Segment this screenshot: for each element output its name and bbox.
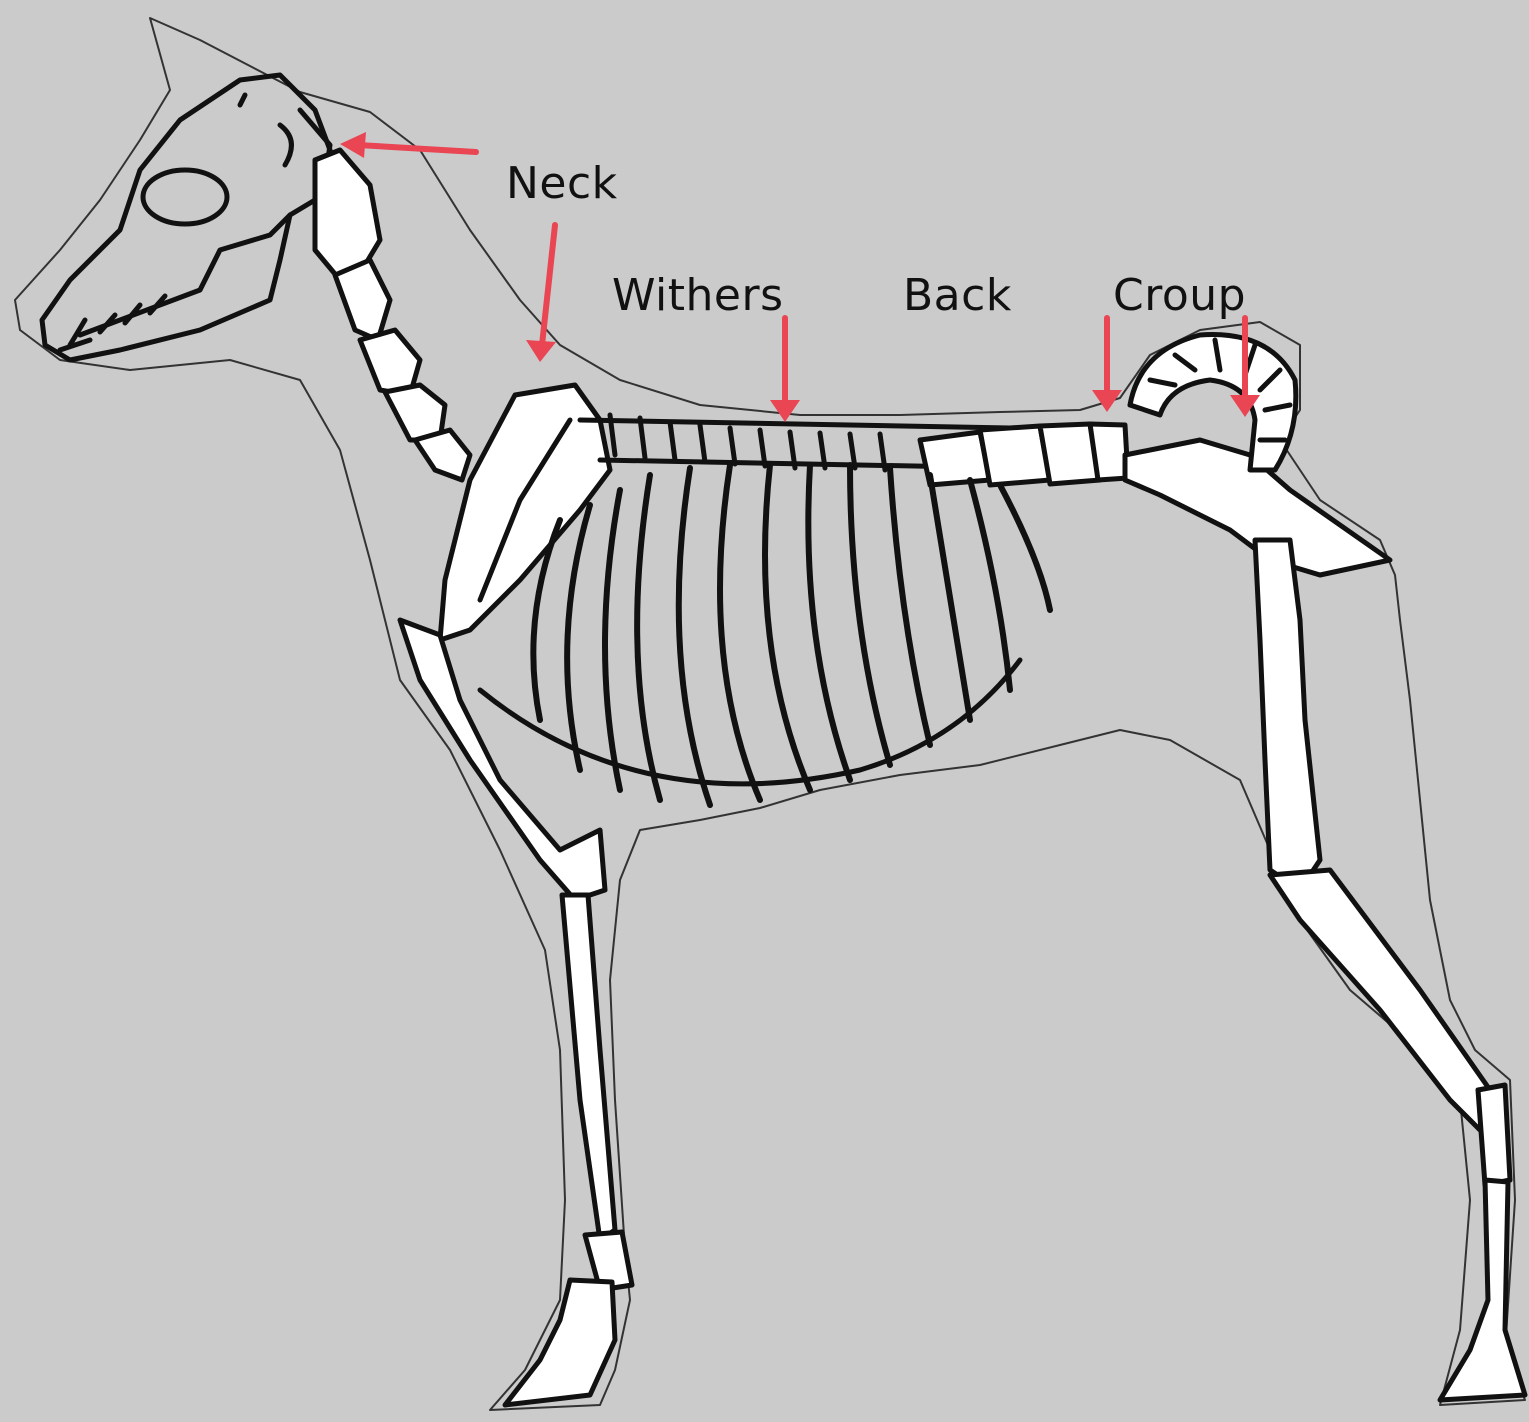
foreleg — [400, 620, 632, 1405]
label-back: Back — [903, 270, 1012, 321]
label-croup: Croup — [1113, 270, 1246, 321]
withers-arrow — [770, 318, 800, 422]
hind-leg — [1255, 540, 1525, 1400]
label-withers: Withers — [612, 270, 784, 321]
neck-arrow-base — [526, 225, 556, 362]
cervical-vertebrae — [315, 150, 470, 480]
neck-arrow-head — [340, 132, 476, 158]
scapula — [440, 385, 610, 640]
label-neck: Neck — [506, 158, 618, 209]
lumbar-vertebrae — [920, 424, 1128, 485]
